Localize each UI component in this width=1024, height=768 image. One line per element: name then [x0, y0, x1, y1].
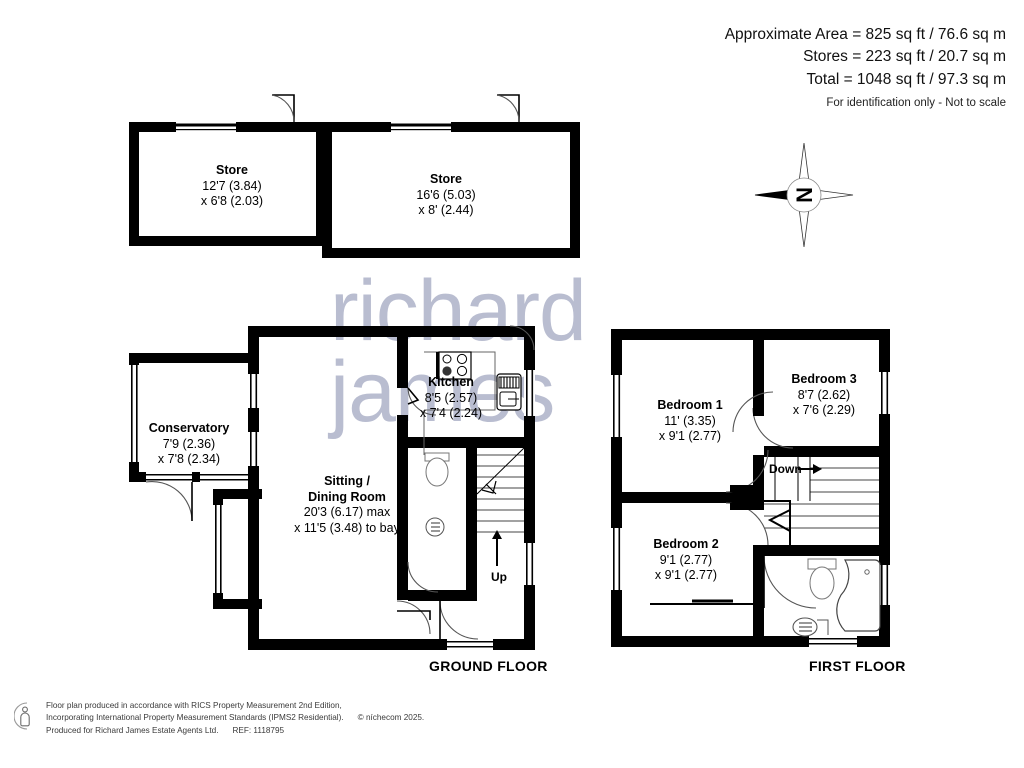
room-label-bedroom-2: Bedroom 2 9'1 (2.77) x 9'1 (2.77): [653, 537, 718, 584]
room-name: Store: [430, 172, 462, 186]
footer-line-2: Incorporating International Property Mea…: [46, 713, 344, 723]
room-label-sitting-dining-room: Sitting / Dining Room 20'3 (6.17) max x …: [294, 474, 400, 537]
floor-title-ground: GROUND FLOOR: [429, 658, 548, 674]
room-name: Bedroom 2: [653, 537, 719, 551]
area-summary: Approximate Area = 825 sq ft / 76.6 sq m…: [725, 24, 1006, 112]
floor-title-first: FIRST FLOOR: [809, 658, 906, 674]
room-label-bedroom-1: Bedroom 1 11' (3.35) x 9'1 (2.77): [657, 398, 722, 445]
area-line-stores: Stores = 223 sq ft / 20.7 sq m: [803, 48, 1006, 66]
stair-label-down: Down: [769, 462, 802, 476]
room-name: Bedroom 3: [791, 372, 857, 386]
room-dimension-2: x 11'5 (3.48) to bay: [294, 520, 400, 535]
room-name: Bedroom 1: [657, 398, 723, 412]
watermark: richard james: [330, 263, 700, 441]
watermark-line-1: richard: [330, 263, 587, 359]
room-dimension-1: 11' (3.35): [664, 413, 716, 428]
room-dimension-2: x 7'4 (2.24): [419, 406, 483, 421]
svg-text:N: N: [792, 187, 817, 203]
area-disclaimer: For identification only - Not to scale: [826, 97, 1006, 110]
room-label-kitchen: Kitchen 8'5 (2.57) x 7'4 (2.24): [420, 375, 482, 422]
room-dimension-2: x 8' (2.44): [418, 203, 474, 218]
footer-text: Floor plan produced in accordance with R…: [46, 700, 424, 737]
person-info-icon: [13, 701, 38, 736]
room-dimension-2: x 7'6 (2.29): [792, 403, 856, 418]
room-name: Sitting /: [324, 474, 370, 488]
compass-rose-icon: N: [752, 140, 856, 250]
room-label-store-right: Store 16'6 (5.03) x 8' (2.44): [416, 172, 475, 219]
footer-reference: REF: 1118795: [232, 725, 285, 735]
footer-line-3: Produced for Richard James Estate Agents…: [46, 725, 219, 735]
room-name: Conservatory: [148, 421, 230, 435]
room-name: Kitchen: [428, 375, 474, 389]
footer-copyright: © níchecom 2025.: [357, 713, 425, 723]
watermark-line-2: james: [330, 344, 555, 441]
footer-line-1: Floor plan produced in accordance with R…: [46, 701, 342, 710]
footer: Floor plan produced in accordance with R…: [13, 700, 424, 737]
area-line-total: Total = 1048 sq ft / 97.3 sq m: [806, 70, 1006, 88]
room-dimension-1: 16'6 (5.03): [416, 187, 476, 202]
room-name-2: Dining Room: [308, 489, 386, 504]
room-dimension-2: x 7'8 (2.34): [157, 452, 221, 467]
room-dimension-1: 8'5 (2.57): [424, 390, 478, 405]
room-dimension-1: 12'7 (3.84): [202, 178, 262, 193]
room-label-store-left: Store 12'7 (3.84) x 6'8 (2.03): [201, 163, 263, 210]
room-dimension-1: 8'7 (2.62): [797, 387, 851, 402]
room-label-bedroom-3: Bedroom 3 8'7 (2.62) x 7'6 (2.29): [791, 372, 856, 419]
room-dimension-2: x 9'1 (2.77): [658, 429, 722, 444]
room-dimension-2: x 6'8 (2.03): [200, 194, 264, 209]
stair-label-up: Up: [491, 570, 507, 584]
room-name: Store: [216, 163, 248, 177]
room-dimension-1: 7'9 (2.36): [162, 436, 216, 451]
room-dimension-1: 20'3 (6.17) max: [303, 505, 391, 520]
area-line-approximate: Approximate Area = 825 sq ft / 76.6 sq m: [724, 26, 1006, 43]
room-dimension-1: 9'1 (2.77): [659, 552, 713, 567]
room-dimension-2: x 9'1 (2.77): [654, 568, 718, 583]
room-label-conservatory: Conservatory 7'9 (2.36) x 7'8 (2.34): [149, 421, 230, 468]
